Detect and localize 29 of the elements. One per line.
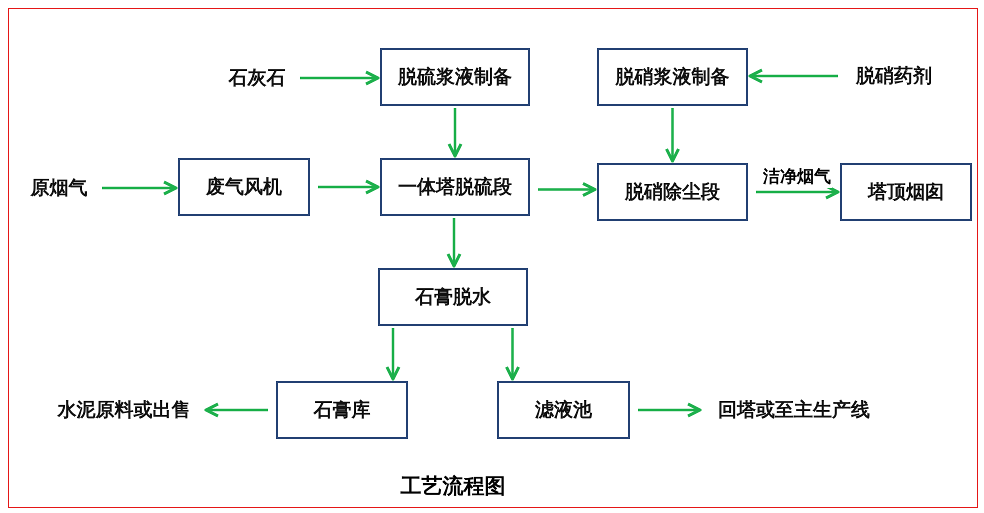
- arrow: [300, 70, 380, 86]
- process-box: 石膏脱水: [378, 268, 528, 326]
- arrow: [756, 184, 840, 200]
- process-box: 脱硫浆液制备: [380, 48, 530, 106]
- arrow: [386, 328, 400, 380]
- arrow: [446, 218, 462, 268]
- process-box: 脱硝浆液制备: [597, 48, 748, 106]
- process-box: 塔顶烟囱: [840, 163, 972, 221]
- edge-label: 洁净烟气: [762, 165, 832, 188]
- flow-label: 石灰石: [222, 64, 292, 92]
- arrow: [665, 108, 680, 162]
- arrow: [538, 182, 596, 197]
- flow-label: 脱硝药剂: [846, 62, 942, 90]
- arrow: [448, 108, 462, 158]
- flow-label: 原烟气: [24, 174, 94, 202]
- diagram-title: 工艺流程图: [400, 473, 506, 500]
- arrow: [505, 328, 520, 380]
- flow-label: 水泥原料或出售: [44, 396, 204, 424]
- process-box: 一体塔脱硫段: [380, 158, 530, 216]
- arrow: [102, 180, 178, 196]
- arrow: [204, 402, 268, 418]
- arrow: [748, 68, 838, 84]
- process-box: 脱硝除尘段: [597, 163, 748, 221]
- arrow: [318, 180, 380, 194]
- process-box: 滤液池: [497, 381, 630, 439]
- flow-label: 回塔或至主生产线: [702, 396, 886, 424]
- process-box: 废气风机: [178, 158, 310, 216]
- arrow: [638, 402, 702, 418]
- process-box: 石膏库: [276, 381, 408, 439]
